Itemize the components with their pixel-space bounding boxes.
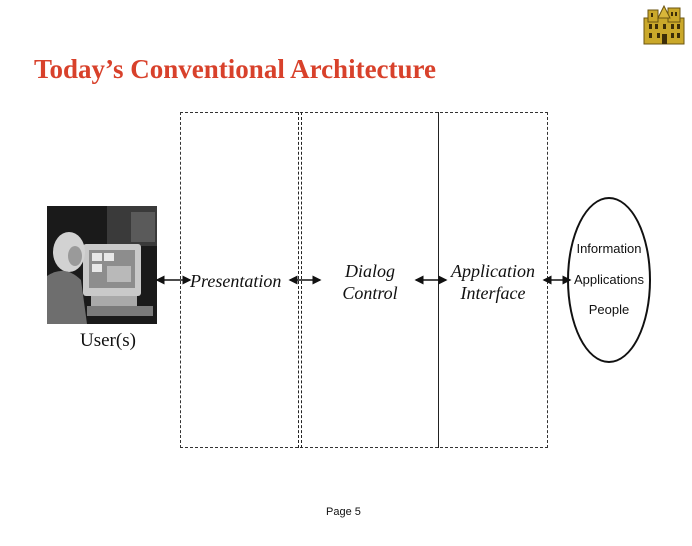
application-interface-label-line2: Interface (460, 283, 526, 303)
dialog-control-label-line2: Control (342, 283, 398, 303)
resources-ellipse (567, 197, 651, 363)
dialog-control-label-line1: Dialog (344, 261, 395, 281)
resource-information: Information (576, 241, 642, 256)
application-interface-label: Application Interface (444, 260, 542, 304)
page-number: Page 5 (326, 506, 361, 518)
users-label: User(s) (80, 330, 136, 351)
castle-logo-icon (643, 4, 685, 45)
slide-title: Today’s Conventional Architecture (34, 54, 437, 84)
presentation-label: Presentation (190, 271, 282, 291)
resource-people: People (588, 302, 630, 317)
dialog-control-label: Dialog Control (330, 260, 410, 304)
user-at-computer-photo (47, 206, 157, 324)
application-interface-label-line1: Application (451, 261, 535, 281)
resource-applications: Applications (573, 272, 645, 287)
